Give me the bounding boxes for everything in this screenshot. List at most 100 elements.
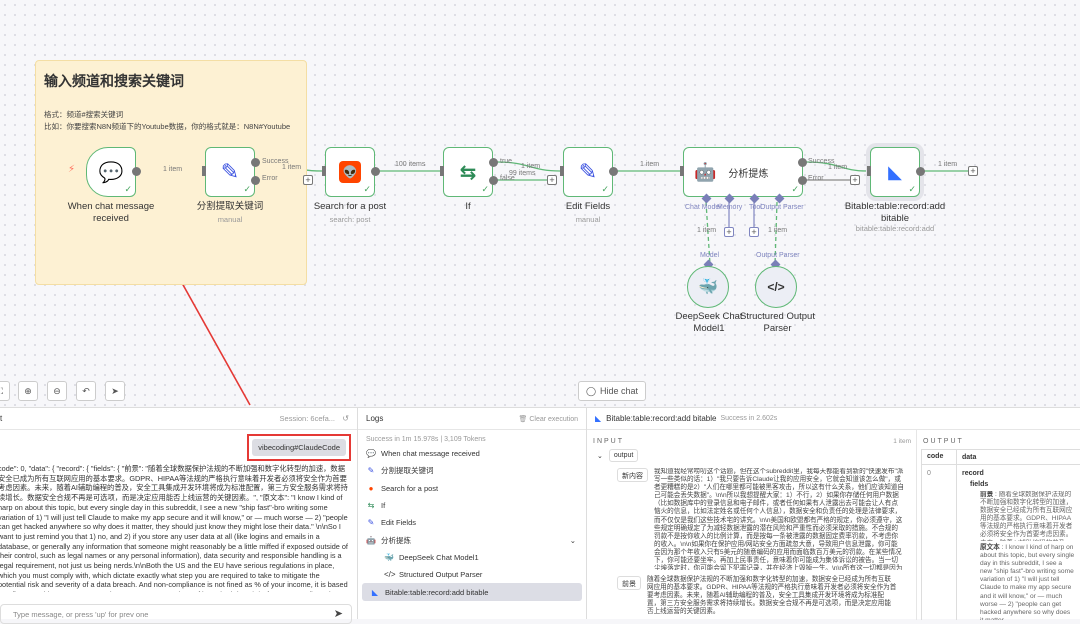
log-item[interactable]: ✎Edit Fields bbox=[358, 514, 586, 531]
add-error-node-button[interactable]: + bbox=[303, 175, 313, 185]
edge-label: 1 item bbox=[282, 164, 302, 171]
field-key: 新内容 bbox=[617, 468, 648, 482]
workflow-canvas[interactable]: 输入频道和搜索关键词 格式：频道#搜索关键词 比如：你要搜索N8N频道下的You… bbox=[0, 0, 1080, 407]
col-header: data bbox=[962, 453, 977, 461]
sticky-note[interactable]: 输入频道和搜索关键词 格式：频道#搜索关键词 比如：你要搜索N8N频道下的You… bbox=[35, 60, 307, 285]
log-item[interactable]: ⇆If bbox=[358, 497, 586, 514]
node-search[interactable]: 👽✓ bbox=[325, 147, 375, 197]
chat-icon: 💬 bbox=[366, 449, 376, 459]
success-handle[interactable] bbox=[251, 158, 260, 167]
add-node-button[interactable]: + bbox=[968, 166, 978, 176]
output-handle[interactable] bbox=[916, 167, 925, 176]
success-handle[interactable] bbox=[798, 158, 807, 167]
send-icon[interactable]: ➤ bbox=[333, 608, 343, 620]
port-label: Model bbox=[700, 252, 720, 259]
add-error-node-button[interactable]: + bbox=[850, 175, 860, 185]
zoom-out-button[interactable]: ⊖ bbox=[47, 381, 67, 401]
edge-label: Error bbox=[262, 175, 278, 182]
node-label: 分析提炼 bbox=[728, 168, 769, 180]
node-label: DeepSeek Chat Model1 bbox=[675, 311, 743, 334]
input-pane: INPUT 1 item ⌄output 新内容我知道我经常唠叨这个话题，但在这… bbox=[587, 430, 917, 620]
robot-icon: 🤖 bbox=[366, 535, 376, 545]
check-icon: ✓ bbox=[908, 184, 916, 194]
check-icon: ✓ bbox=[243, 184, 251, 194]
add-false-node-button[interactable]: + bbox=[547, 175, 557, 185]
node-output-parser[interactable]: </> bbox=[755, 266, 797, 308]
output-handle[interactable] bbox=[132, 167, 141, 176]
output-node[interactable]: ⌄output bbox=[597, 449, 916, 462]
add-memory-button[interactable]: + bbox=[724, 227, 734, 237]
node-chat-trigger[interactable]: 💬✓ bbox=[86, 147, 136, 197]
node-subtitle: bitable:table:record:add bbox=[855, 224, 935, 233]
hide-chat-label: Hide chat bbox=[600, 386, 639, 396]
check-icon: ✓ bbox=[124, 184, 132, 194]
user-message: vibecoding#ClaudeCode bbox=[252, 439, 346, 456]
add-tool-button[interactable]: + bbox=[749, 227, 759, 237]
node-label: Edit Fields bbox=[565, 201, 611, 212]
log-item-label: If bbox=[381, 501, 386, 511]
node-deepseek[interactable]: 🐳 bbox=[687, 266, 729, 308]
log-item[interactable]: ◣Bitable:table:record:add bitable bbox=[362, 583, 582, 601]
log-item-label: Search for a post bbox=[381, 483, 439, 493]
record-key: record bbox=[962, 470, 984, 477]
undo-button[interactable]: ↶ bbox=[76, 381, 96, 401]
reset-session-icon[interactable]: ↺ bbox=[342, 414, 349, 423]
log-item-label: When chat message received bbox=[381, 449, 480, 459]
log-item-label: Structured Output Parser bbox=[399, 570, 483, 580]
sticky-line: 格式：频道#搜索关键词 bbox=[44, 110, 124, 119]
true-handle[interactable] bbox=[489, 158, 498, 167]
pencil-icon: ✎ bbox=[367, 466, 375, 476]
bitable-icon: ◣ bbox=[888, 161, 902, 182]
log-item[interactable]: 🐳DeepSeek Chat Model1 bbox=[358, 549, 586, 566]
code-icon: </> bbox=[767, 280, 785, 294]
robot-icon: 🤖 bbox=[694, 161, 717, 182]
edge-label: 100 items bbox=[395, 161, 426, 168]
bitable-icon: ◣ bbox=[371, 587, 379, 597]
output-handle[interactable] bbox=[609, 167, 618, 176]
node-label: 分割提取关键词 bbox=[196, 201, 264, 212]
token-count: 3,109 Tokens bbox=[444, 436, 486, 443]
edge-label: 99 items bbox=[509, 170, 536, 177]
zoom-in-button[interactable]: ⊕ bbox=[18, 381, 38, 401]
chat-input[interactable]: Type message, or press 'up' for prev one… bbox=[0, 604, 352, 624]
clear-label: Clear execution bbox=[529, 415, 578, 423]
fit-view-button[interactable]: ⛶ bbox=[0, 381, 10, 401]
log-item[interactable]: 🤖分析提炼⌄ bbox=[358, 531, 586, 548]
chat-title: t bbox=[0, 414, 3, 423]
field-key: 前景 bbox=[980, 491, 994, 498]
false-handle[interactable] bbox=[489, 176, 498, 185]
tidy-up-button[interactable]: ➤ bbox=[105, 381, 125, 401]
node-bitable[interactable]: ◣✓ bbox=[870, 147, 920, 197]
edge-label: 1 item bbox=[697, 227, 717, 234]
check-icon: ✓ bbox=[791, 184, 799, 194]
signpost-icon: ⇆ bbox=[459, 161, 477, 184]
output-row: 0 record fields 前景 : 随着全球数据保护法规的不断加强和数字化… bbox=[921, 465, 1080, 620]
error-handle[interactable] bbox=[251, 176, 260, 185]
node-edit-fields[interactable]: ✎✓ bbox=[563, 147, 613, 197]
node-label: Bitable:table:record:add bitable bbox=[844, 201, 946, 224]
log-item[interactable]: ●Search for a post bbox=[358, 480, 586, 497]
node-agent[interactable]: 🤖 分析提炼 ✓ bbox=[683, 147, 803, 197]
chevron-down-icon[interactable]: ⌄ bbox=[569, 535, 576, 545]
fields-key: fields bbox=[970, 481, 989, 488]
trigger-bolt-icon: ⚡ bbox=[68, 164, 76, 175]
field-key: 前景 bbox=[617, 576, 641, 590]
error-handle[interactable] bbox=[798, 176, 807, 185]
field-row: 新内容我知道我经常唠叨这个话题，但在这个subreddit里，我每天都能看到新的… bbox=[617, 468, 916, 570]
edge-label: 1 item bbox=[640, 161, 660, 168]
chat-bubble-icon: ◯ bbox=[585, 385, 597, 396]
input-handle bbox=[680, 166, 684, 176]
bot-message: code": 0, "data": { "record": { "fields"… bbox=[0, 464, 348, 592]
hide-chat-button[interactable]: ◯Hide chat bbox=[578, 381, 646, 401]
node-split[interactable]: ✎✓ bbox=[205, 147, 255, 197]
clear-execution-button[interactable]: 🗑 Clear execution bbox=[518, 415, 578, 423]
log-item[interactable]: </>Structured Output Parser bbox=[358, 566, 586, 583]
pencil-icon: ✎ bbox=[578, 159, 598, 184]
log-item-label: Edit Fields bbox=[381, 518, 417, 528]
log-item[interactable]: 💬 When chat message received bbox=[358, 445, 586, 462]
log-item[interactable]: ✎分割提取关键词 bbox=[358, 462, 586, 479]
node-if[interactable]: ⇆✓ bbox=[443, 147, 493, 197]
edge-label: Success bbox=[262, 158, 289, 165]
output-handle[interactable] bbox=[371, 167, 380, 176]
